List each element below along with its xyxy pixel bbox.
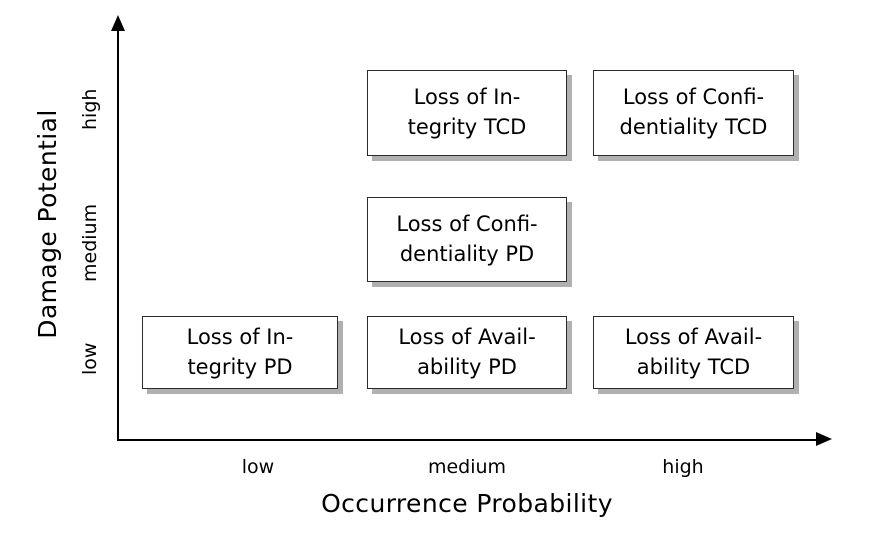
matrix-cell-text-line2: tegrity PD (187, 354, 293, 379)
matrix-cell-low-low[interactable]: Loss of In- tegrity PD (142, 316, 338, 389)
matrix-cell-text-line2: ability PD (417, 354, 517, 379)
matrix-cell-text-line1: Loss of Confi- (622, 85, 765, 110)
y-axis-title: Damage Potential (33, 109, 62, 339)
matrix-cell-medium-low[interactable]: Loss of Avail- ability PD (367, 316, 567, 389)
y-axis-tick-medium: medium (79, 203, 101, 282)
matrix-cell-text-line1: Loss of In- (413, 85, 521, 110)
matrix-cell-text-line2: ability TCD (636, 354, 751, 379)
y-axis-tick-high: high (79, 88, 101, 130)
y-axis-line (117, 28, 119, 441)
x-axis-line (117, 439, 817, 441)
matrix-cell-medium-high[interactable]: Loss of In- tegrity TCD (367, 70, 567, 156)
matrix-cell-text-line1: Loss of Avail- (624, 324, 763, 349)
x-axis-tick-high: high (662, 456, 704, 478)
matrix-cell-text-line1: Loss of In- (186, 324, 294, 349)
matrix-cell-text-line1: Loss of Avail- (398, 324, 536, 349)
matrix-cell-text-line1: Loss of Confi- (396, 211, 538, 236)
matrix-cell-medium-medium[interactable]: Loss of Confi- dentiality PD (367, 197, 567, 282)
x-axis-arrow-icon (816, 432, 832, 446)
matrix-cell-text-line2: dentiality PD (399, 241, 535, 266)
matrix-cell-text-line2: dentiality TCD (619, 115, 768, 139)
y-axis-tick-low: low (79, 342, 101, 375)
y-axis-arrow-icon (111, 15, 125, 31)
x-axis-tick-medium: medium (427, 456, 507, 478)
x-axis-tick-low: low (241, 456, 275, 478)
x-axis-title: Occurrence Probability (321, 489, 613, 518)
matrix-cell-high-low[interactable]: Loss of Avail- ability TCD (593, 316, 794, 389)
matrix-cell-high-high[interactable]: Loss of Confi- dentiality TCD (593, 70, 794, 156)
matrix-cell-text-line2: tegrity TCD (407, 115, 527, 139)
